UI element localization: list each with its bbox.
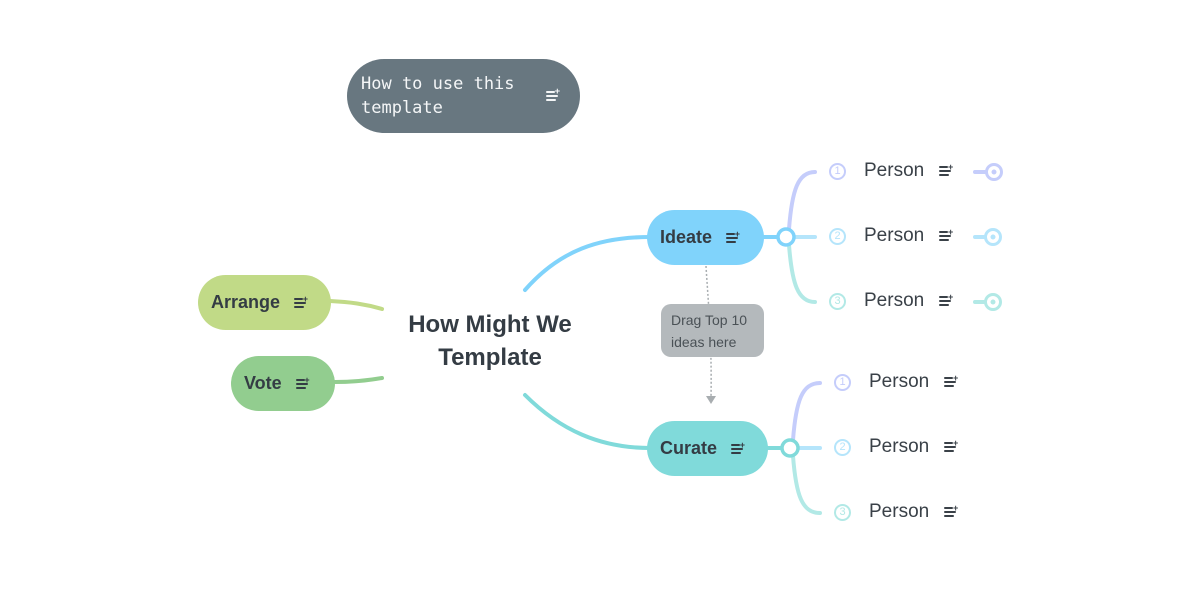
- connector-curate: [523, 393, 652, 450]
- ideate-child-2[interactable]: 2 Person +: [829, 225, 953, 247]
- note-add-icon[interactable]: +: [939, 163, 953, 177]
- note-add-icon[interactable]: +: [939, 228, 953, 242]
- person-label: Person: [864, 290, 925, 311]
- number-badge-3: 3: [834, 503, 851, 521]
- branch-curate-label: Curate: [660, 438, 718, 458]
- note-add-icon[interactable]: +: [295, 375, 310, 390]
- curate-child-2[interactable]: 2 Person +: [834, 436, 958, 458]
- branch-arrange-label: Arrange: [211, 292, 281, 312]
- relationship-label-text: Drag Top 10 ideas here: [671, 311, 748, 350]
- note-add-icon[interactable]: +: [294, 294, 308, 309]
- note-add-icon[interactable]: +: [726, 229, 740, 244]
- ideate-child-3-expand-dot: [990, 299, 996, 305]
- ideate-child-1[interactable]: 1 Person +: [829, 160, 953, 182]
- number-badge-1: 1: [829, 162, 846, 180]
- curate-child-3[interactable]: 3 Person +: [834, 501, 958, 523]
- note-add-icon[interactable]: +: [731, 440, 745, 455]
- curate-collapse-toggle[interactable]: [780, 438, 800, 458]
- branch-arrange[interactable]: Arrange +: [198, 275, 331, 330]
- note-add-icon[interactable]: +: [939, 293, 953, 307]
- branch-ideate-label: Ideate: [660, 227, 713, 247]
- branch-curate[interactable]: Curate +: [647, 421, 768, 476]
- ideate-child-3[interactable]: 3 Person +: [829, 290, 953, 312]
- ideate-child-link-1: [787, 170, 817, 231]
- curate-child-1[interactable]: 1 Person +: [834, 371, 958, 393]
- branch-ideate[interactable]: Ideate +: [647, 210, 764, 265]
- number-badge-2: 2: [834, 438, 851, 456]
- howto-topic-label: How to use this template: [361, 74, 515, 118]
- person-label: Person: [869, 371, 930, 392]
- relationship-arrowhead-icon: [706, 396, 716, 404]
- central-topic[interactable]: How Might We Template: [385, 308, 595, 374]
- central-topic-label: How Might We Template: [408, 311, 572, 371]
- relationship-label[interactable]: Drag Top 10 ideas here: [661, 304, 764, 357]
- number-badge-2: 2: [829, 227, 846, 245]
- ideate-child-2-expand-dot: [990, 234, 996, 240]
- person-label: Person: [864, 225, 925, 246]
- ideate-collapse-toggle[interactable]: [776, 227, 796, 247]
- note-add-icon[interactable]: +: [546, 88, 560, 102]
- curate-child-link-3: [791, 454, 822, 515]
- howto-topic[interactable]: How to use this template +: [347, 59, 580, 133]
- connector-ideate: [523, 235, 652, 292]
- note-add-icon[interactable]: +: [944, 439, 958, 453]
- person-label: Person: [864, 160, 925, 181]
- ideate-child-link-3: [787, 243, 817, 304]
- person-label: Person: [869, 501, 930, 522]
- number-badge-3: 3: [829, 292, 846, 310]
- branch-vote[interactable]: Vote +: [231, 356, 335, 411]
- note-add-icon[interactable]: +: [944, 504, 958, 518]
- number-badge-1: 1: [834, 373, 851, 391]
- connector-vote: [333, 376, 384, 384]
- branch-vote-label: Vote: [244, 373, 282, 393]
- note-add-icon[interactable]: +: [944, 374, 958, 388]
- person-label: Person: [869, 436, 930, 457]
- connector-arrange: [328, 299, 384, 311]
- curate-child-link-1: [791, 381, 822, 442]
- ideate-child-1-expand-dot: [991, 169, 997, 175]
